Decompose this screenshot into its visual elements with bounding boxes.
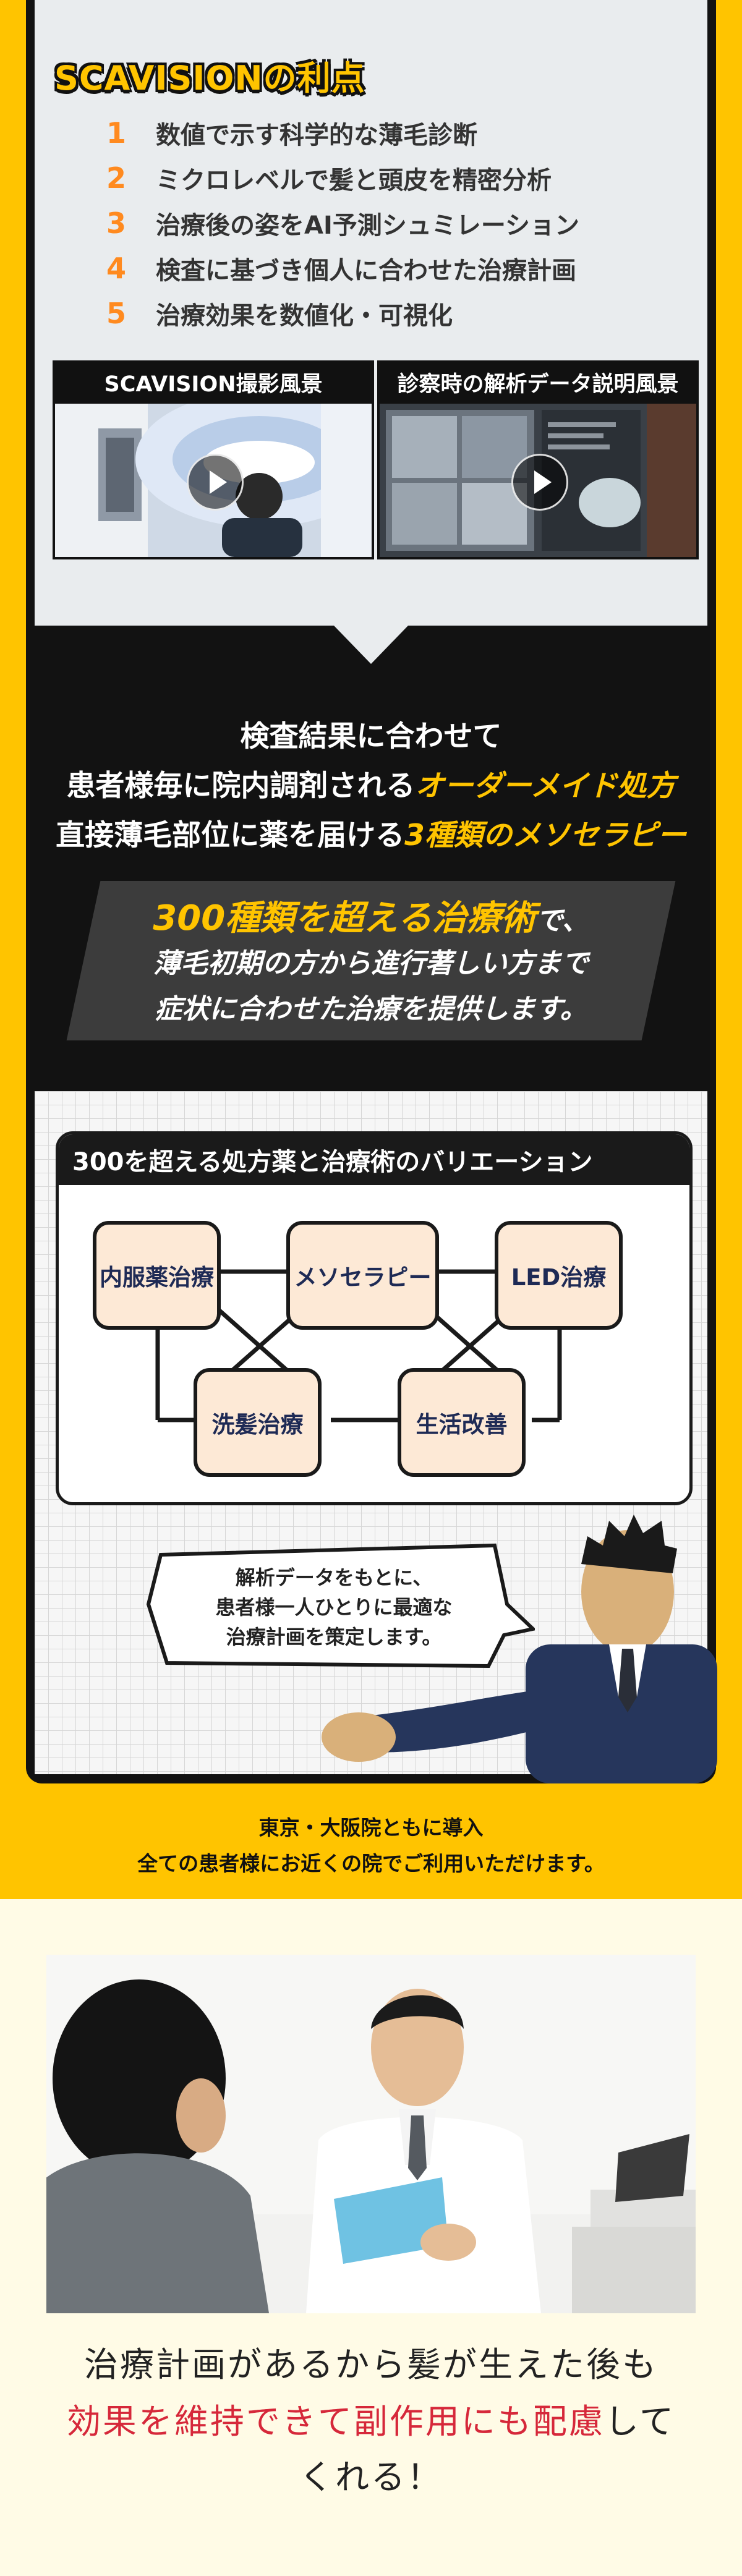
video-thumbnail-analysis [380, 404, 696, 557]
node-lifestyle: 生活改善 [398, 1368, 526, 1477]
video-card-shooting[interactable]: SCAVISION撮影風景 [53, 360, 374, 559]
advisor-illustration [322, 1515, 717, 1783]
analysis-screen-image [380, 404, 696, 557]
treatments-line-1: 300種類を超える治療術で、 [153, 898, 589, 938]
variation-title: 300を超える処方薬と治療術のバリエーション [59, 1134, 689, 1185]
video-thumbnail-scan [55, 404, 372, 557]
node-led-treatment: LED治療 [495, 1221, 623, 1330]
doctor-patient-photo [46, 1955, 696, 2313]
summary-line-2: 患者様毎に院内調剤されるオーダーメイド処方 [66, 769, 676, 803]
treatments-line-3: 症状に合わせた治療を提供します。 [155, 993, 587, 1025]
play-icon[interactable] [511, 454, 568, 511]
bubble-line-3: 治療計画を策定します。 [226, 1625, 442, 1649]
advantages-title: SCAVISIONの利点 [54, 59, 365, 98]
video-card-title: 診察時の解析データ説明風景 [397, 372, 679, 397]
advisor-figure [291, 1511, 717, 1783]
closing-line-3: くれる！ [299, 2457, 443, 2497]
scanner-scene-image [55, 404, 372, 557]
summary-line-1: 検査結果に合わせて [240, 720, 502, 754]
clinics-note-line-2: 全ての患者様にお近くの院でご利用いただけます。 [137, 1851, 605, 1876]
closing-line-2: 効果を維持できて副作用にも配慮して [66, 2402, 676, 2441]
consultation-photo [46, 1955, 696, 2313]
node-mesotherapy: メソセラピー [286, 1221, 439, 1330]
node-scalp-wash: 洗髪治療 [194, 1368, 322, 1477]
video-card-consultation[interactable]: 診察時の解析データ説明風景 [377, 360, 699, 559]
summary-line-3: 直接薄毛部位に薬を届ける3種類のメソセラピー [56, 818, 686, 852]
speech-bubble-shape [146, 1543, 535, 1668]
clinics-note-line-1: 東京・大阪院ともに導入 [258, 1816, 484, 1840]
variation-card: 300を超える処方薬と治療術のバリエーション 内服薬治療 メソセラピー LED治… [56, 1131, 693, 1505]
node-oral-medication: 内服薬治療 [93, 1221, 221, 1330]
bubble-line-1: 解析データをもとに、 [235, 1566, 433, 1589]
video-card-title: SCAVISION撮影風景 [104, 372, 323, 397]
play-icon[interactable] [187, 454, 244, 511]
bubble-line-2: 患者様一人ひとりに最適な [215, 1596, 453, 1619]
speech-bubble: 解析データをもとに、 患者様一人ひとりに最適な 治療計画を策定します。 [142, 1542, 535, 1672]
treatments-line-2: 薄毛初期の方から進行著しい方まで [153, 948, 589, 979]
arrow-down-icon [334, 626, 408, 664]
closing-line-1: 治療計画があるから髪が生えた後も [83, 2345, 658, 2384]
